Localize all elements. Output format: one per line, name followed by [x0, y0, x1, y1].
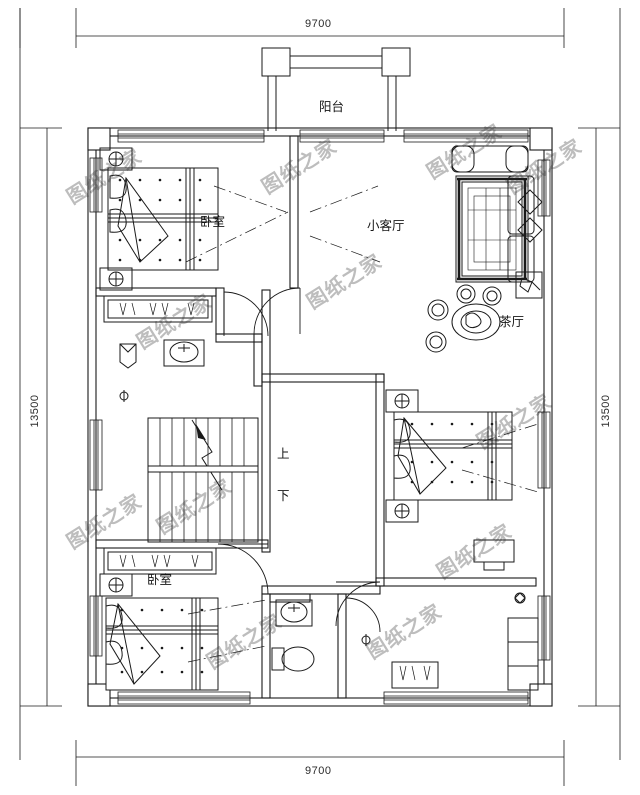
- room-label-bedroom-top: 卧室: [200, 214, 226, 229]
- room-label-balcony: 阳台: [319, 99, 345, 114]
- tv-console: [515, 271, 543, 299]
- window-top-right: [403, 129, 529, 143]
- window-right-mid: [537, 411, 551, 489]
- room-label-bedroom-bottom: 卧室: [147, 572, 173, 587]
- dimension-bottom: [75, 740, 565, 786]
- floor-drain-left: [119, 390, 129, 402]
- toilet: [271, 646, 315, 672]
- wardrobe-bottom-left: [103, 547, 217, 575]
- door-right-bedroom: [335, 581, 381, 627]
- area-rug: [455, 175, 529, 283]
- stair-direction-up: 上: [277, 446, 290, 461]
- balcony-outline: [261, 47, 411, 131]
- room-label-living-room: 小客厅: [367, 218, 405, 233]
- tea-table-group: [425, 284, 502, 353]
- window-bottom-right: [383, 691, 529, 705]
- dimension-top: [19, 8, 565, 48]
- floor-drain-right: [514, 592, 526, 604]
- door-bathroom: [345, 597, 381, 633]
- nightstand-bottom-left: [99, 573, 133, 597]
- window-left-lower: [89, 595, 103, 657]
- dimension-right: [578, 127, 620, 707]
- structural-columns: [87, 127, 553, 707]
- wardrobe-top-left: [103, 295, 213, 323]
- door-living-room: [253, 287, 301, 335]
- staircase: [147, 417, 259, 543]
- window-left-mid: [89, 419, 103, 491]
- cabinet-bottom-right: [391, 661, 439, 689]
- room-label-tea-room: 茶厅: [499, 314, 525, 329]
- washbasin-upper: [163, 339, 205, 367]
- window-top-left: [117, 129, 265, 143]
- dimension-left: [20, 127, 62, 707]
- bathroom-sink: [275, 599, 313, 627]
- stair-direction-down: 下: [277, 488, 290, 503]
- cabinet-bottom-right-2: [507, 617, 539, 691]
- bed-bottom-left: [105, 597, 219, 691]
- door-bedroom-bottom: [217, 543, 269, 595]
- dimension-label-right: 13500: [600, 394, 612, 428]
- window-bottom-left: [117, 691, 251, 705]
- bed-top-left: [107, 167, 219, 271]
- dimension-label-left: 13500: [29, 394, 41, 428]
- nightstand-right-a: [385, 389, 419, 413]
- window-right-upper: [537, 159, 551, 217]
- dimension-label-top: 9700: [305, 18, 332, 30]
- door-bedroom-top: [223, 291, 269, 337]
- bed-right: [393, 411, 513, 501]
- leader-lines: [185, 185, 539, 663]
- nightstand-top-left-b: [99, 267, 133, 291]
- floor-drain-bathroom: [361, 634, 371, 646]
- window-top-mid: [299, 129, 385, 143]
- exterior-walls: [87, 127, 553, 707]
- desk-right-bedroom: [473, 539, 515, 571]
- nightstand-top-left-a: [99, 147, 133, 171]
- decor-icon-left: [119, 343, 137, 369]
- side-table-diamond: [517, 189, 543, 243]
- window-left-upper: [89, 157, 103, 213]
- nightstand-right-b: [385, 499, 419, 523]
- dimension-label-bottom: 9700: [305, 765, 332, 777]
